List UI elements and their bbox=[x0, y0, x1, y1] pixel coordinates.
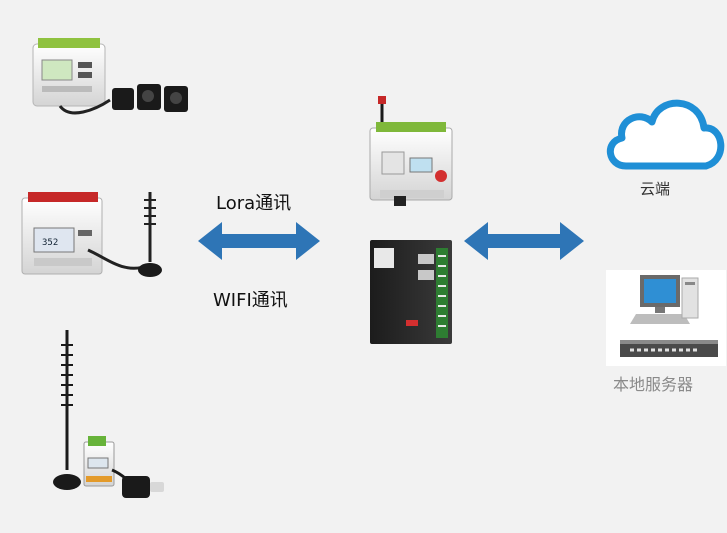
industrial-gateway-icon bbox=[370, 240, 452, 344]
cloud-label: 云端 bbox=[640, 180, 671, 198]
lora-wifi-double-arrow bbox=[198, 222, 320, 260]
meter-lora-antenna-icon: 352 bbox=[21, 192, 162, 277]
cloud-server-double-arrow bbox=[464, 222, 584, 260]
wifi-label: WIFI通讯 bbox=[213, 290, 288, 311]
desktop-computer-icon bbox=[630, 275, 699, 324]
meter-wireless-single-phase-icon bbox=[53, 330, 164, 498]
local-server-panel bbox=[606, 270, 726, 366]
network-switch-icon bbox=[620, 340, 718, 357]
local-server-label: 本地服务器 bbox=[613, 375, 694, 394]
meter-ct-clamps-icon bbox=[32, 38, 188, 115]
svg-text:352: 352 bbox=[42, 238, 58, 248]
cloud-icon bbox=[607, 99, 725, 170]
lora-label: Lora通讯 bbox=[216, 193, 292, 214]
din-rail-gateway-icon bbox=[369, 96, 453, 206]
